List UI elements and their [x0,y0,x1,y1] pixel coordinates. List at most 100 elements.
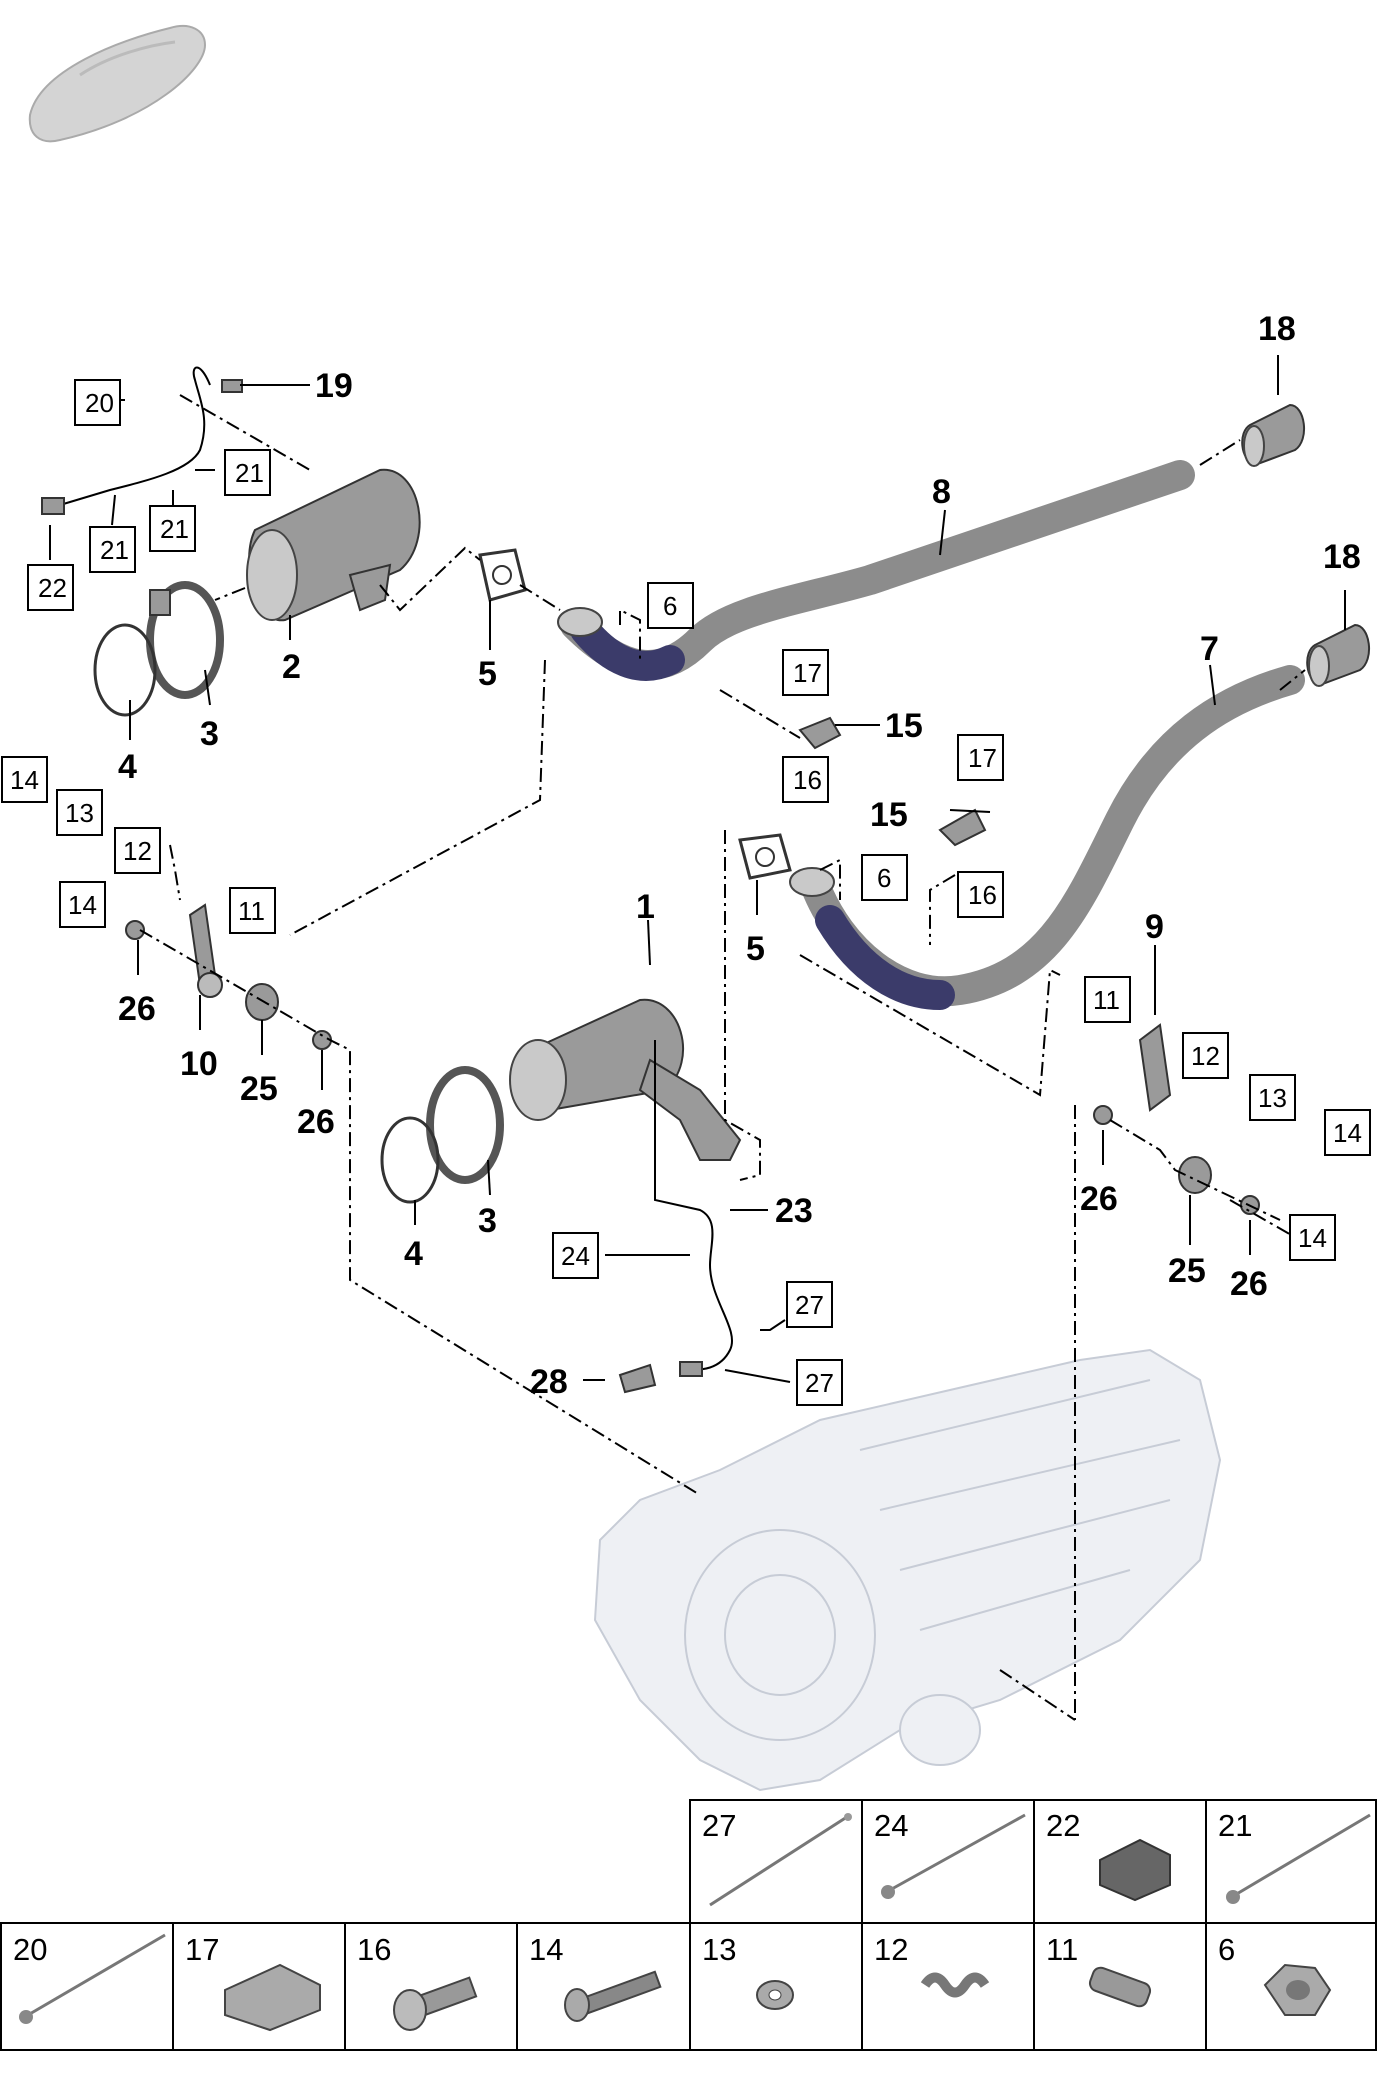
oxygen-sensor-23 [654,1040,733,1377]
boxed-ref-21: 21 [224,449,271,496]
clamp-3-lower [426,1066,504,1184]
callout-19: 19 [315,367,353,405]
boxed-ref-11: 11 [229,887,276,934]
boxed-ref-17: 17 [957,734,1004,781]
legend-cell-20: 20 [13,1932,47,1967]
boxed-ref-14: 14 [1,756,48,803]
boxed-ref-24: 24 [552,1232,599,1279]
callout-leaders [49,355,1346,1383]
boxed-ref-21: 21 [89,526,136,573]
end-muffler-18-upper [1241,403,1306,467]
boxed-ref-12: 12 [114,827,161,874]
callout-26: 26 [1230,1265,1268,1303]
callout-26: 26 [118,990,156,1028]
legend-cell-11: 11 [1046,1932,1078,1967]
boxed-ref-14: 14 [59,881,106,928]
svg-text:24: 24 [561,1241,590,1271]
catalytic-converter-2 [246,468,421,622]
callout-9: 9 [1145,908,1164,946]
catalytic-converter-1 [509,998,742,1161]
seal-ring-4-lower [380,1116,440,1204]
svg-text:16: 16 [793,765,822,795]
svg-text:27: 27 [795,1290,824,1320]
callout-8: 8 [932,473,951,511]
clip-icon [1099,1838,1171,1902]
svg-text:27: 27 [805,1368,834,1398]
legend-cell-14: 14 [529,1932,563,1967]
legend-cell-24: 24 [874,1808,908,1843]
svg-text:16: 16 [968,880,997,910]
callout-18: 18 [1258,310,1296,348]
svg-text:11: 11 [238,896,265,926]
callout-18: 18 [1323,538,1361,576]
boxed-ref-13: 13 [56,789,103,836]
callout-15: 15 [870,796,908,834]
cable-tie-icon [19,1933,166,2024]
boxed-ref-11: 11 [1084,976,1131,1023]
clamp-3-upper [146,581,224,699]
svg-text:11: 11 [1093,985,1120,1015]
boxed-ref-22: 22 [27,564,74,611]
boxed-ref-14: 14 [1289,1214,1336,1261]
cable-tie-icon [881,1813,1026,1899]
svg-text:13: 13 [1258,1083,1287,1113]
svg-text:6: 6 [663,591,677,621]
svg-text:21: 21 [235,458,264,488]
gasket-5-lower [738,833,792,880]
bolt-icon [564,1970,662,2022]
callout-2: 2 [282,648,301,686]
svg-text:14: 14 [1333,1118,1362,1148]
bracket-15-lower [938,808,987,847]
boxed-ref-13: 13 [1249,1074,1296,1121]
svg-text:12: 12 [1191,1041,1220,1071]
callout-4: 4 [404,1235,423,1273]
legend-cell-22: 22 [1046,1808,1080,1843]
assembly-lines [139,394,1306,1721]
exhaust-pipe-8 [557,460,1195,681]
holder-28 [618,1363,657,1394]
svg-text:14: 14 [1298,1223,1327,1253]
callout-4: 4 [118,748,137,786]
end-muffler-18-lower [1306,623,1371,687]
spring-icon [920,1972,990,1998]
oxygen-sensor-19 [41,366,243,515]
callout-23: 23 [775,1192,813,1230]
svg-text:12: 12 [123,836,152,866]
boxed-ref-20: 20 [74,379,121,426]
boxed-ref-21: 21 [149,505,196,552]
svg-text:14: 14 [68,890,97,920]
hex-nut-icon [1263,1963,1332,2016]
svg-text:17: 17 [793,658,822,688]
gasket-5-upper [478,548,527,602]
legend-cell-21: 21 [1218,1808,1252,1843]
boxed-ref-14: 14 [1324,1109,1371,1156]
cable-tie-icon [709,1813,852,1907]
nut-26-right-a [1093,1105,1113,1125]
svg-text:17: 17 [968,743,997,773]
vehicle-thumbnail [28,25,207,143]
boxed-ref-27: 27 [796,1359,843,1406]
callout-26: 26 [297,1103,335,1141]
cable-tie-icon [1226,1813,1371,1904]
svg-text:20: 20 [85,388,114,418]
boxed-ref-17: 17 [782,649,829,696]
callout-10: 10 [180,1045,218,1083]
callout-26: 26 [1080,1180,1118,1218]
bracket-10 [188,903,223,998]
callout-3: 3 [200,715,219,753]
legend-cell-6: 6 [1218,1932,1235,1967]
boxed-ref-16: 16 [782,756,829,803]
boxed-ref-12: 12 [1182,1032,1229,1079]
bolt-icon [393,1976,478,2031]
nut-26-left-a [125,920,145,940]
boxed-references: 20 21 21 21 22 6 17 16 17 16 6 14 13 12 … [1,379,1371,1406]
boxed-ref-27: 27 [786,1281,833,1328]
svg-text:13: 13 [65,798,94,828]
legend-cell-12: 12 [874,1932,908,1967]
boxed-ref-6: 6 [647,582,694,629]
callout-25: 25 [1168,1252,1206,1290]
bracket-15-upper [798,716,842,750]
legend-cell-17: 17 [185,1932,219,1967]
